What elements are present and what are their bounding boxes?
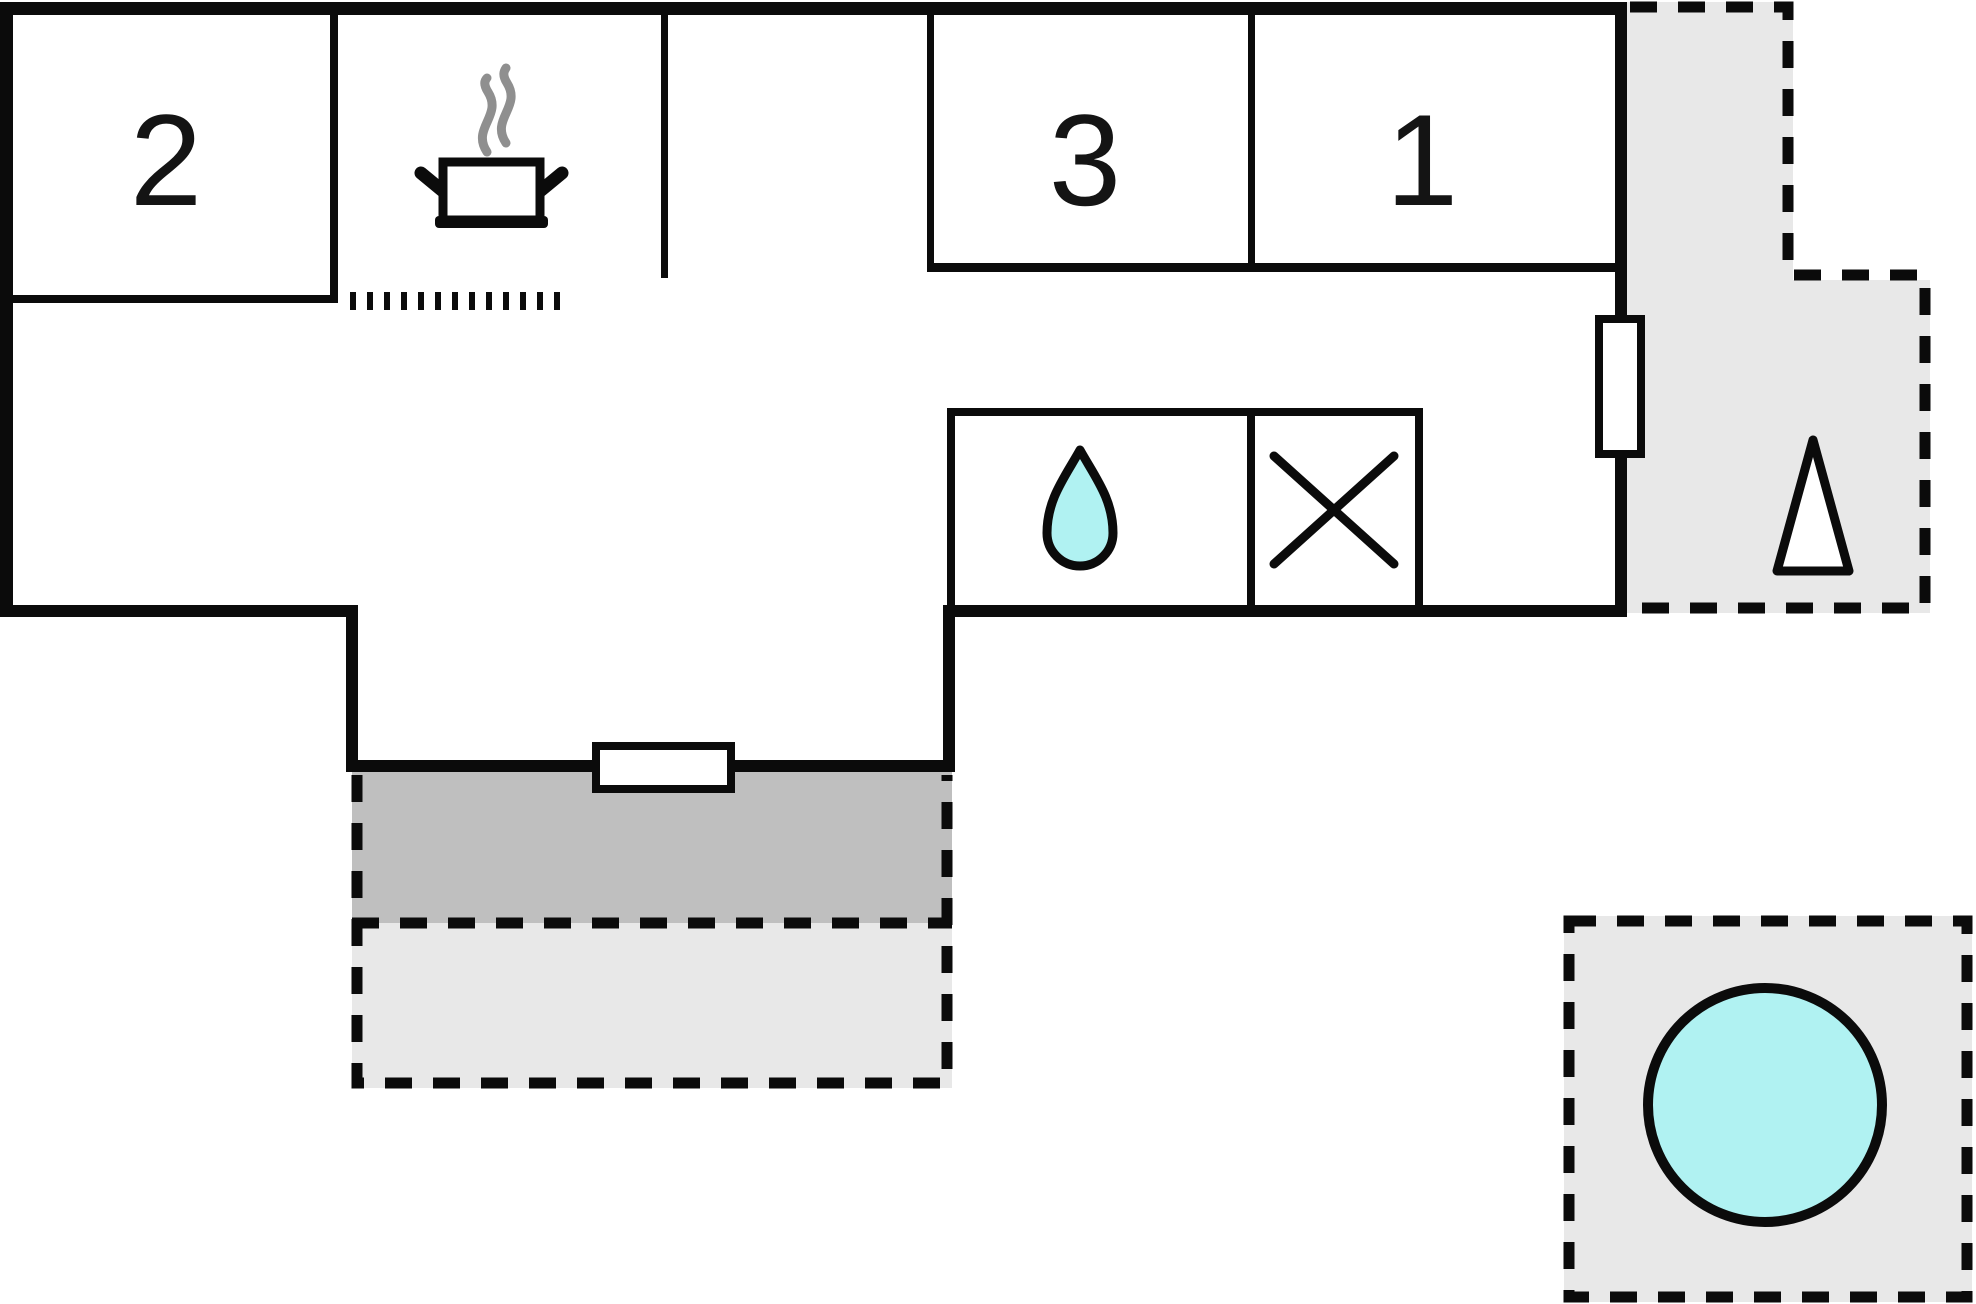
water-drop-icon	[1042, 445, 1118, 571]
tree-icon	[1772, 435, 1854, 576]
kitchen	[350, 63, 569, 310]
room-label-3: 3	[1049, 87, 1121, 233]
terrace-lower-fill	[352, 923, 952, 1088]
patio-area	[1627, 2, 1930, 613]
terrace-upper-fill	[352, 770, 952, 923]
dashed-boundaries	[351, 1, 1973, 1303]
room-labels: 2 3 1	[130, 87, 1458, 233]
wall-left	[0, 2, 13, 617]
wall-room3-room1-divider	[1248, 2, 1255, 270]
steam-line-left	[477, 73, 497, 157]
wall-rooms-bottom	[927, 263, 1627, 272]
wall-bump-left	[346, 605, 358, 772]
hot-tub-platform-dashed-border	[1563, 915, 1973, 1303]
steam-line-right	[496, 63, 516, 148]
bathroom-wall-divider	[1247, 408, 1255, 613]
terrace-area	[352, 770, 952, 1088]
room-label-2: 2	[130, 87, 202, 233]
terrace-dashed-border	[351, 775, 953, 1089]
wall-room3-left	[927, 2, 934, 270]
window-terrace-wall	[592, 742, 735, 793]
wall-bottom-left	[0, 605, 358, 617]
windows	[592, 315, 1645, 793]
wall-room2-bottom	[0, 295, 338, 303]
bathroom-wall-top	[947, 408, 1423, 416]
hot-tub-icon	[1643, 983, 1887, 1227]
room-label-1: 1	[1386, 87, 1458, 233]
wall-bump-right	[943, 605, 955, 772]
x-mark-icon	[1269, 451, 1399, 569]
pot-body	[438, 157, 545, 225]
patio-fill	[1627, 2, 1930, 613]
wall-room2-right	[330, 2, 338, 303]
cooking-pot-icon	[414, 63, 569, 228]
wall-kitchen-divider	[661, 2, 668, 278]
patio-dashed-border	[1630, 1, 1931, 614]
bathroom	[947, 408, 1423, 613]
bathroom-wall-left	[947, 408, 955, 613]
exterior-walls	[0, 2, 1627, 772]
wall-top	[0, 2, 1627, 15]
bathroom-wall-right	[1415, 408, 1423, 613]
window-right-wall	[1595, 315, 1645, 458]
wall-bottom-right	[943, 605, 1627, 617]
pot-base	[435, 216, 548, 228]
interior-walls	[0, 2, 1627, 303]
wall-right	[1615, 2, 1627, 617]
